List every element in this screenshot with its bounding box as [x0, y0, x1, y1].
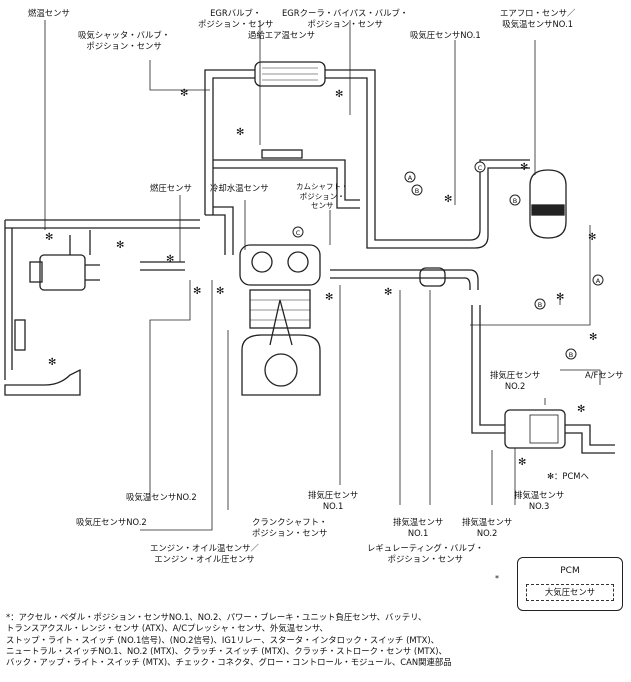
pcm-mark-5: ✻	[116, 240, 124, 251]
connector-b-1-letter: B	[415, 187, 419, 195]
pcm-asterisk: *	[495, 574, 499, 583]
pcm-mark-12: ✻	[520, 162, 528, 173]
engine-oil-sensor-label: エンジン・オイル温センサ／ エンジン・オイル圧センサ	[150, 543, 259, 564]
crankshaft-position-sensor-label: クランクシャフト・ ポジション・センサ	[252, 517, 328, 538]
connector-c-1-letter: C	[478, 164, 483, 172]
turbocharger	[419, 267, 446, 287]
af-sensor-label: A/Fセンサ	[585, 370, 624, 380]
pcm-mark-7: ✻	[193, 286, 201, 297]
intake-shutter-valve-position-sensor-label: 吸気シャッタ・バルブ・ ポジション・センサ	[78, 30, 171, 51]
connector-a-1-letter: A	[408, 174, 413, 182]
dpf-catalyst	[471, 305, 615, 454]
camshaft-position-sensor-label: カムシャフト・ ポジション・ センサ	[296, 182, 349, 210]
connector-a-2-letter: A	[596, 277, 601, 285]
pcm-mark-11: ✻	[444, 194, 452, 205]
fuel-temp-sensor-label: 燃温センサ	[28, 8, 70, 18]
footnote: *：アクセル・ペダル・ポジション・センサNO.1、NO.2、パワー・ブレーキ・ユ…	[6, 612, 626, 668]
pcm-mark-4: ✻	[45, 232, 53, 243]
coolant-temp-sensor-label: 冷却水温センサ	[210, 183, 269, 193]
pcm-box: PCM 大気圧センサ	[517, 557, 623, 611]
intake-pressure-sensor-no1-label: 吸気圧センサNO.1	[410, 30, 481, 40]
pcm-mark-13: ✻	[588, 232, 596, 243]
connector-b-4-letter: B	[569, 351, 573, 359]
connector-c-1	[474, 161, 486, 173]
exhaust-temp-sensor-no2-label: 排気温センサ NO.2	[462, 517, 513, 538]
connector-b-3	[534, 298, 546, 310]
exhaust-pressure-sensor-no1-label: 排気圧センサ NO.1	[308, 490, 359, 511]
egr-cooler	[254, 61, 326, 87]
connector-b-1	[411, 184, 423, 196]
pcm-note-label: ✻：PCMへ	[547, 471, 589, 481]
connector-b-3-letter: B	[538, 301, 542, 309]
footnote-line: トランスアクスル・レンジ・センサ (ATX)、A/Cプレッシャ・センサ、外気温セ…	[6, 623, 328, 634]
pcm-mark-8: ✻	[216, 286, 224, 297]
egr-valve-position-sensor-label: EGRバルブ・ ポジション・センサ	[198, 8, 274, 29]
pcm-mark-16: ✻	[518, 457, 526, 468]
intake-manifold	[140, 149, 303, 271]
connector-a-1	[404, 171, 416, 183]
regulating-valve-position-sensor-label: レギュレーティング・バルブ・ ポジション・センサ	[367, 543, 484, 564]
connector-b-2	[509, 194, 521, 206]
fuel-pump	[29, 254, 100, 291]
pcm-mark-15: ✻	[589, 332, 597, 343]
connector-c-2	[292, 226, 304, 238]
exhaust-temp-sensor-no1-label: 排気温センサ NO.1	[393, 517, 444, 538]
pcm-mark-9: ✻	[325, 292, 333, 303]
pcm-mark-2: ✻	[236, 127, 244, 138]
engine-block	[239, 244, 321, 396]
footnote-line: バック・アップ・ライト・スイッチ (MTX)、チェック・コネクタ、グロー・コント…	[6, 657, 452, 668]
intake-pressure-sensor-no2-label: 吸気圧センサNO.2	[76, 517, 147, 527]
footnote-line: ストップ・ライト・スイッチ (NO.1信号)、(NO.2信号)、IG1リレー、ス…	[6, 634, 440, 645]
footnote-line: ニュートラル・スイッチNO.1、NO.2 (MTX)、クラッチ・スイッチ (MT…	[6, 645, 447, 656]
air-cleaner	[529, 169, 567, 239]
connector-b-2-letter: B	[513, 197, 517, 205]
pcm-mark-6: ✻	[166, 254, 174, 265]
exhaust-pressure-sensor-no2-label: 排気圧センサ NO.2	[490, 370, 541, 391]
footnote-line: *：アクセル・ペダル・ポジション・センサNO.1、NO.2、パワー・ブレーキ・ユ…	[6, 612, 427, 622]
connector-a-2	[592, 274, 604, 286]
pcm-title: PCM	[560, 566, 580, 576]
pcm-mark-3: ✻	[335, 89, 343, 100]
fuel-lines	[4, 219, 200, 380]
exhaust-pipe	[330, 159, 530, 290]
fuel-tank	[4, 319, 81, 396]
pcm-mark-18: ✻	[48, 357, 56, 368]
signal-lines	[44, 20, 601, 531]
connector-b-4	[565, 348, 577, 360]
pcm-mark-10: ✻	[384, 287, 392, 298]
connector-c-2-letter: C	[296, 229, 301, 237]
barometric-pressure-sensor-label: 大気圧センサ	[526, 584, 614, 601]
pcm-mark-14: ✻	[556, 292, 564, 303]
egr-cooler-bypass-valve-position-sensor-label: EGRクーラ・バイパス・バルブ・ ポジション・センサ	[282, 8, 409, 29]
intake-temp-sensor-no2-label: 吸気温センサNO.2	[126, 492, 197, 502]
boost-air-temp-sensor-label: 過給エア温センサ	[248, 30, 315, 40]
exhaust-temp-sensor-no3-label: 排気温センサ NO.3	[514, 490, 565, 511]
airflow-sensor-label: エアフロ・センサ／ 吸気温センサNO.1	[500, 8, 576, 29]
fuel-pressure-sensor-label: 燃圧センサ	[150, 183, 192, 193]
pcm-mark-17: ✻	[577, 404, 585, 415]
pcm-mark-1: ✻	[180, 88, 188, 99]
